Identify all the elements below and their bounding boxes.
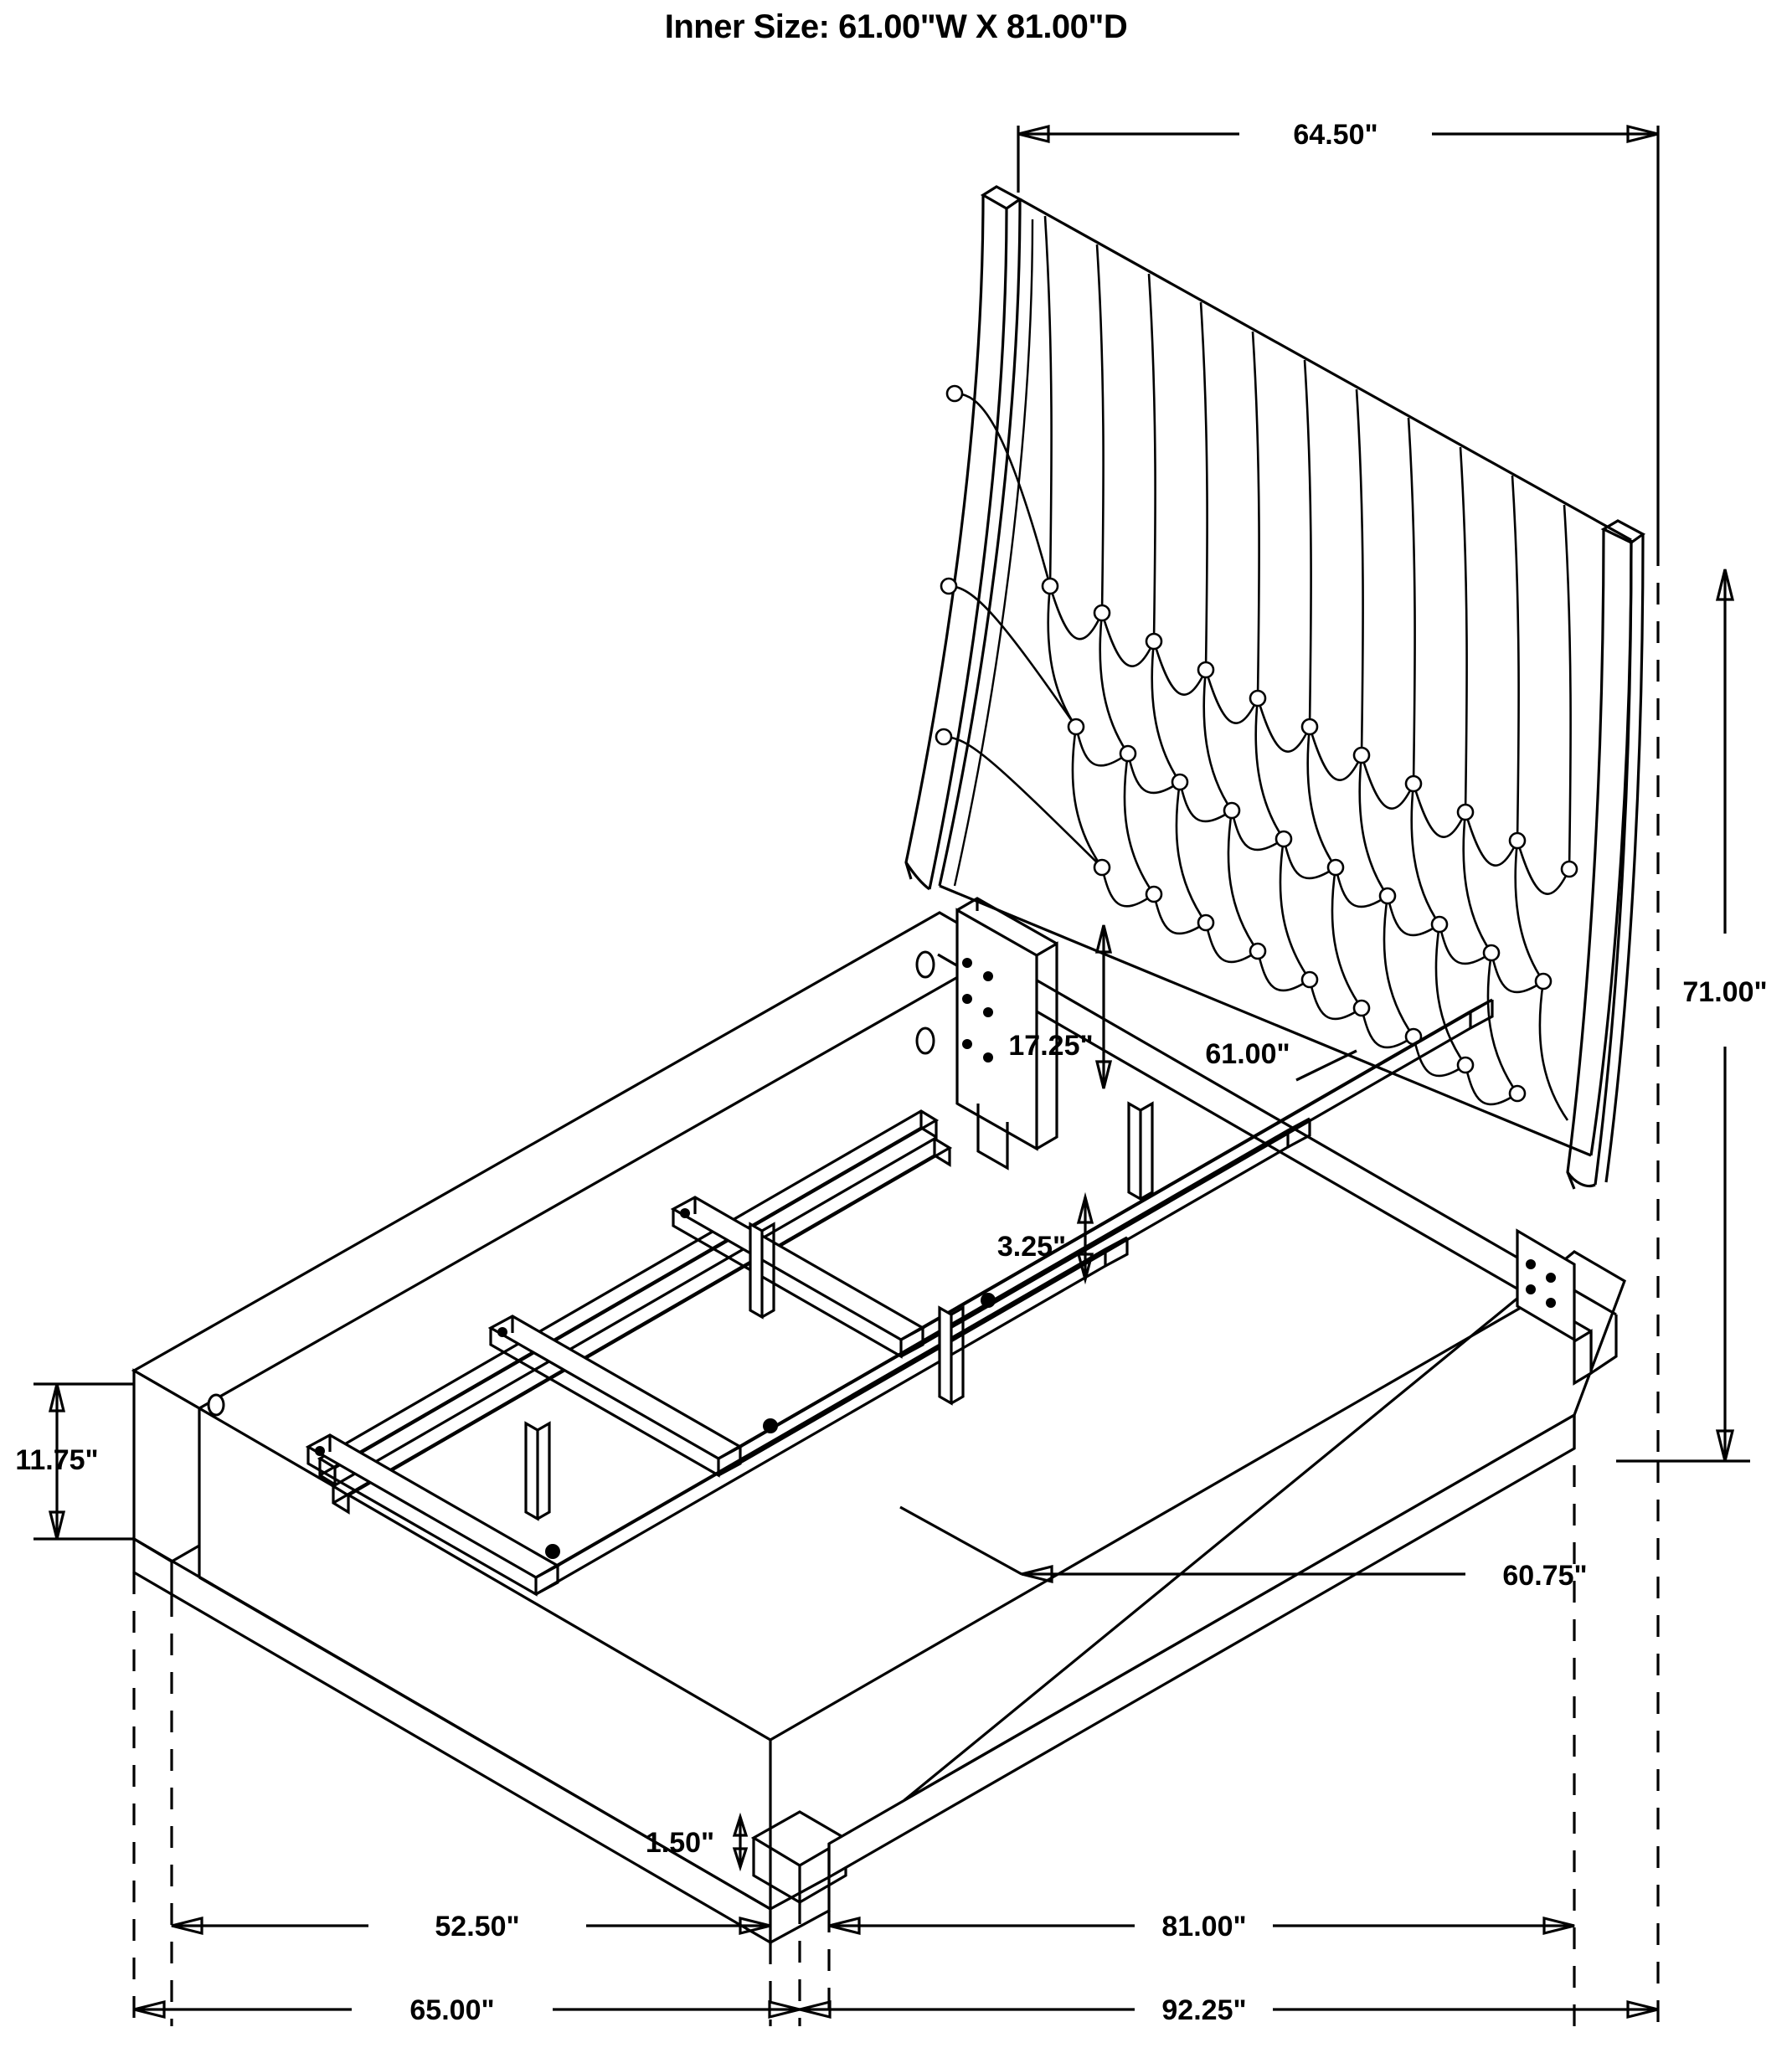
dimension-label-headboard-width: 64.50": [1293, 119, 1377, 151]
slat-cross-member-3: [670, 998, 1494, 1359]
page-title: Inner Size: 61.00"W X 81.00"D: [664, 8, 1128, 45]
dimension-label-footboard-thickness: 1.50": [646, 1827, 714, 1859]
dimension-overall-depth: 92.25": [799, 1994, 1659, 2026]
dimension-label-overall-height: 71.00": [1682, 976, 1767, 1008]
dimension-inner-rail-width: 60.75": [899, 1505, 1588, 1592]
dimension-overall-height: 71.00": [1616, 544, 1768, 1463]
dimension-label-overall-depth: 92.25": [1161, 1994, 1246, 2026]
center-leg-3: [1127, 1101, 1154, 1201]
dimension-label-overall-footboard: 65.00": [409, 1994, 494, 2026]
dimension-label-rail-to-headboard-drop: 17.25": [1008, 1030, 1093, 1062]
witness-lines: [132, 1461, 1660, 2026]
slat-cross-member-2: [487, 1117, 1311, 1478]
dimension-label-slat-leg-height: 3.25": [997, 1231, 1066, 1263]
dimension-rail-to-headboard-drop: 17.25": [1008, 924, 1113, 1089]
center-leg-2: [938, 1305, 965, 1406]
center-leg-1: [749, 1222, 775, 1320]
headboard-bracket-right: [1516, 1228, 1576, 1342]
tufting-pattern: [935, 215, 1578, 1121]
bed-frame-assembly: [131, 897, 1626, 1945]
dimension-label-side-rail-height: 11.75": [15, 1444, 98, 1476]
headboard-wing-right: [1566, 519, 1646, 1190]
headboard-assembly: [904, 185, 1646, 1190]
slat-cross-member-1: [305, 1236, 1129, 1597]
dimension-bed-depth: 81.00": [828, 1911, 1575, 1942]
dimension-label-headboard-inner-width: 61.00": [1205, 1038, 1290, 1070]
headboard-panel: [939, 198, 1633, 1157]
headboard-wing-left: [904, 185, 1023, 891]
center-support-rail: [317, 1109, 996, 1559]
center-leg-4: [524, 1421, 551, 1521]
headboard-bracket: [915, 897, 1058, 1171]
dimension-footboard-thickness: 1.50": [646, 1812, 749, 1872]
dimension-side-rail-height: 11.75": [15, 1382, 134, 1541]
dimension-headboard-inner-width: 61.00": [1205, 1038, 1357, 1082]
dimension-label-bed-depth: 81.00": [1161, 1911, 1246, 1942]
dimension-headboard-width: 64.50": [1017, 119, 1660, 544]
dimension-overall-footboard: 65.00": [133, 1994, 801, 2026]
dimension-label-footboard-to-rail: 52.50": [435, 1911, 519, 1942]
dimension-slat-leg-height: 3.25": [997, 1191, 1094, 1285]
dimension-footboard-to-rail: 52.50": [171, 1911, 771, 1942]
